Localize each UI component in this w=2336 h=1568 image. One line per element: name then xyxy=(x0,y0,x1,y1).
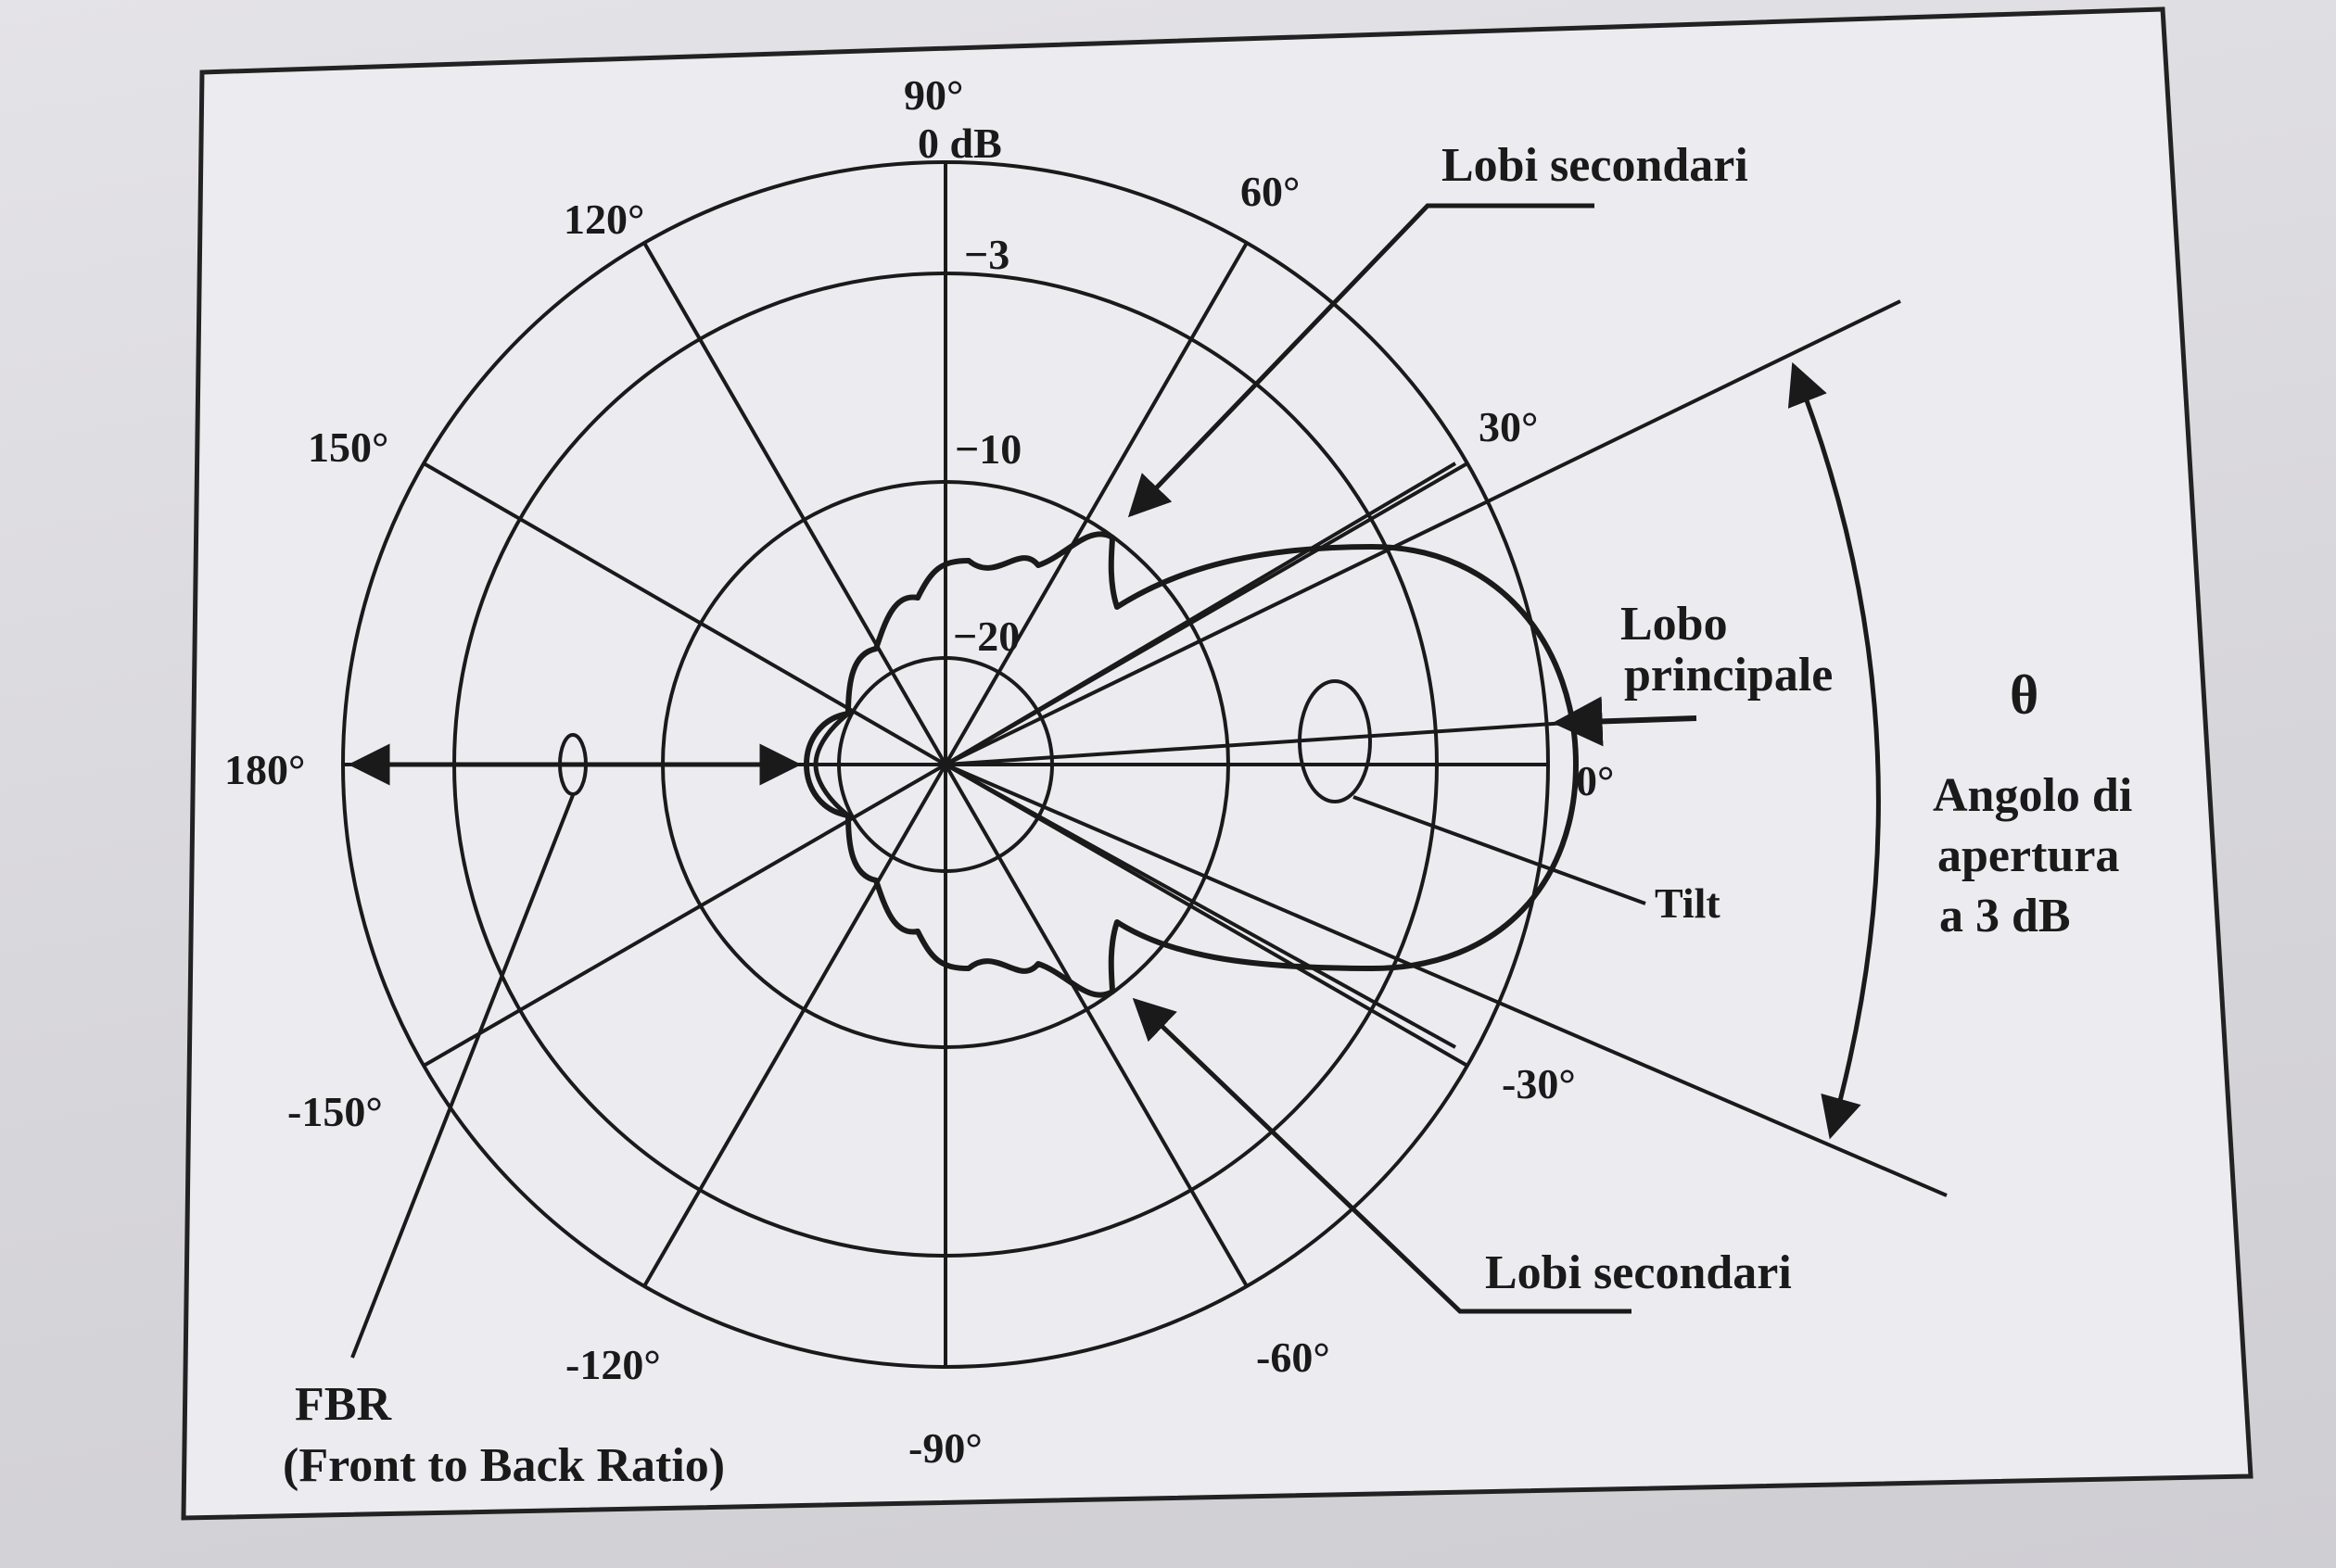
side-lobes-bottom-pointer xyxy=(1132,997,1631,1314)
beam-edge-lower xyxy=(945,763,1948,1197)
label-angle-60: 60° xyxy=(1240,168,1300,215)
side-lobe-ray-top xyxy=(944,462,1457,766)
label-angle-m30: -30° xyxy=(1502,1060,1576,1107)
main-lobe-pointer xyxy=(1552,696,1697,747)
label-side-lobes-top: Lobi secondari xyxy=(1441,139,1748,192)
label-beamwidth-3: a 3 dB xyxy=(1939,890,2071,942)
label-theta: θ xyxy=(2010,664,2038,726)
label-tilt: Tilt xyxy=(1655,879,1720,927)
tilt-line xyxy=(945,721,1568,766)
label-db-20: −20 xyxy=(953,613,1020,660)
label-db-0: 0 dB xyxy=(918,120,1002,167)
back-lobe-detail xyxy=(813,712,850,817)
label-angle-m90: -90° xyxy=(908,1424,983,1472)
label-angle-m60: -60° xyxy=(1256,1334,1330,1381)
beamwidth-arc xyxy=(1787,361,1881,1140)
side-lobes-top-pointer xyxy=(1127,203,1594,518)
label-fbr-1: FBR xyxy=(295,1378,392,1431)
label-angle-90: 90° xyxy=(904,71,963,119)
label-db-3: −3 xyxy=(964,231,1009,278)
label-angle-m120: -120° xyxy=(565,1341,661,1388)
label-db-10: −10 xyxy=(955,425,1022,473)
label-beamwidth-2: apertura xyxy=(1937,829,2119,882)
tilt-marker-ellipse xyxy=(1298,679,1372,803)
beam-lines xyxy=(944,299,1948,1197)
label-angle-180: 180° xyxy=(224,746,305,793)
label-angle-30: 30° xyxy=(1479,403,1538,450)
label-side-lobes-bottom: Lobi secondari xyxy=(1485,1246,1792,1299)
tilt-leader xyxy=(1352,795,1646,905)
label-beamwidth-1: Angolo di xyxy=(1933,769,2132,822)
label-angle-120: 120° xyxy=(564,196,644,243)
side-lobe-ray-bottom xyxy=(945,763,1456,1049)
beam-edge-upper xyxy=(945,299,1901,766)
label-fbr-2: (Front to Back Ratio) xyxy=(283,1439,725,1492)
label-angle-150: 150° xyxy=(308,424,388,471)
fbr-leader xyxy=(350,794,575,1359)
fbr-marker-ellipse xyxy=(558,733,588,796)
label-angle-0: 0° xyxy=(1576,757,1614,804)
label-main-lobe-1: Lobo xyxy=(1620,598,1728,651)
label-main-lobe-2: principale xyxy=(1624,649,1833,702)
radiation-pattern-curve xyxy=(804,531,1579,998)
label-angle-m150: -150° xyxy=(287,1088,383,1135)
